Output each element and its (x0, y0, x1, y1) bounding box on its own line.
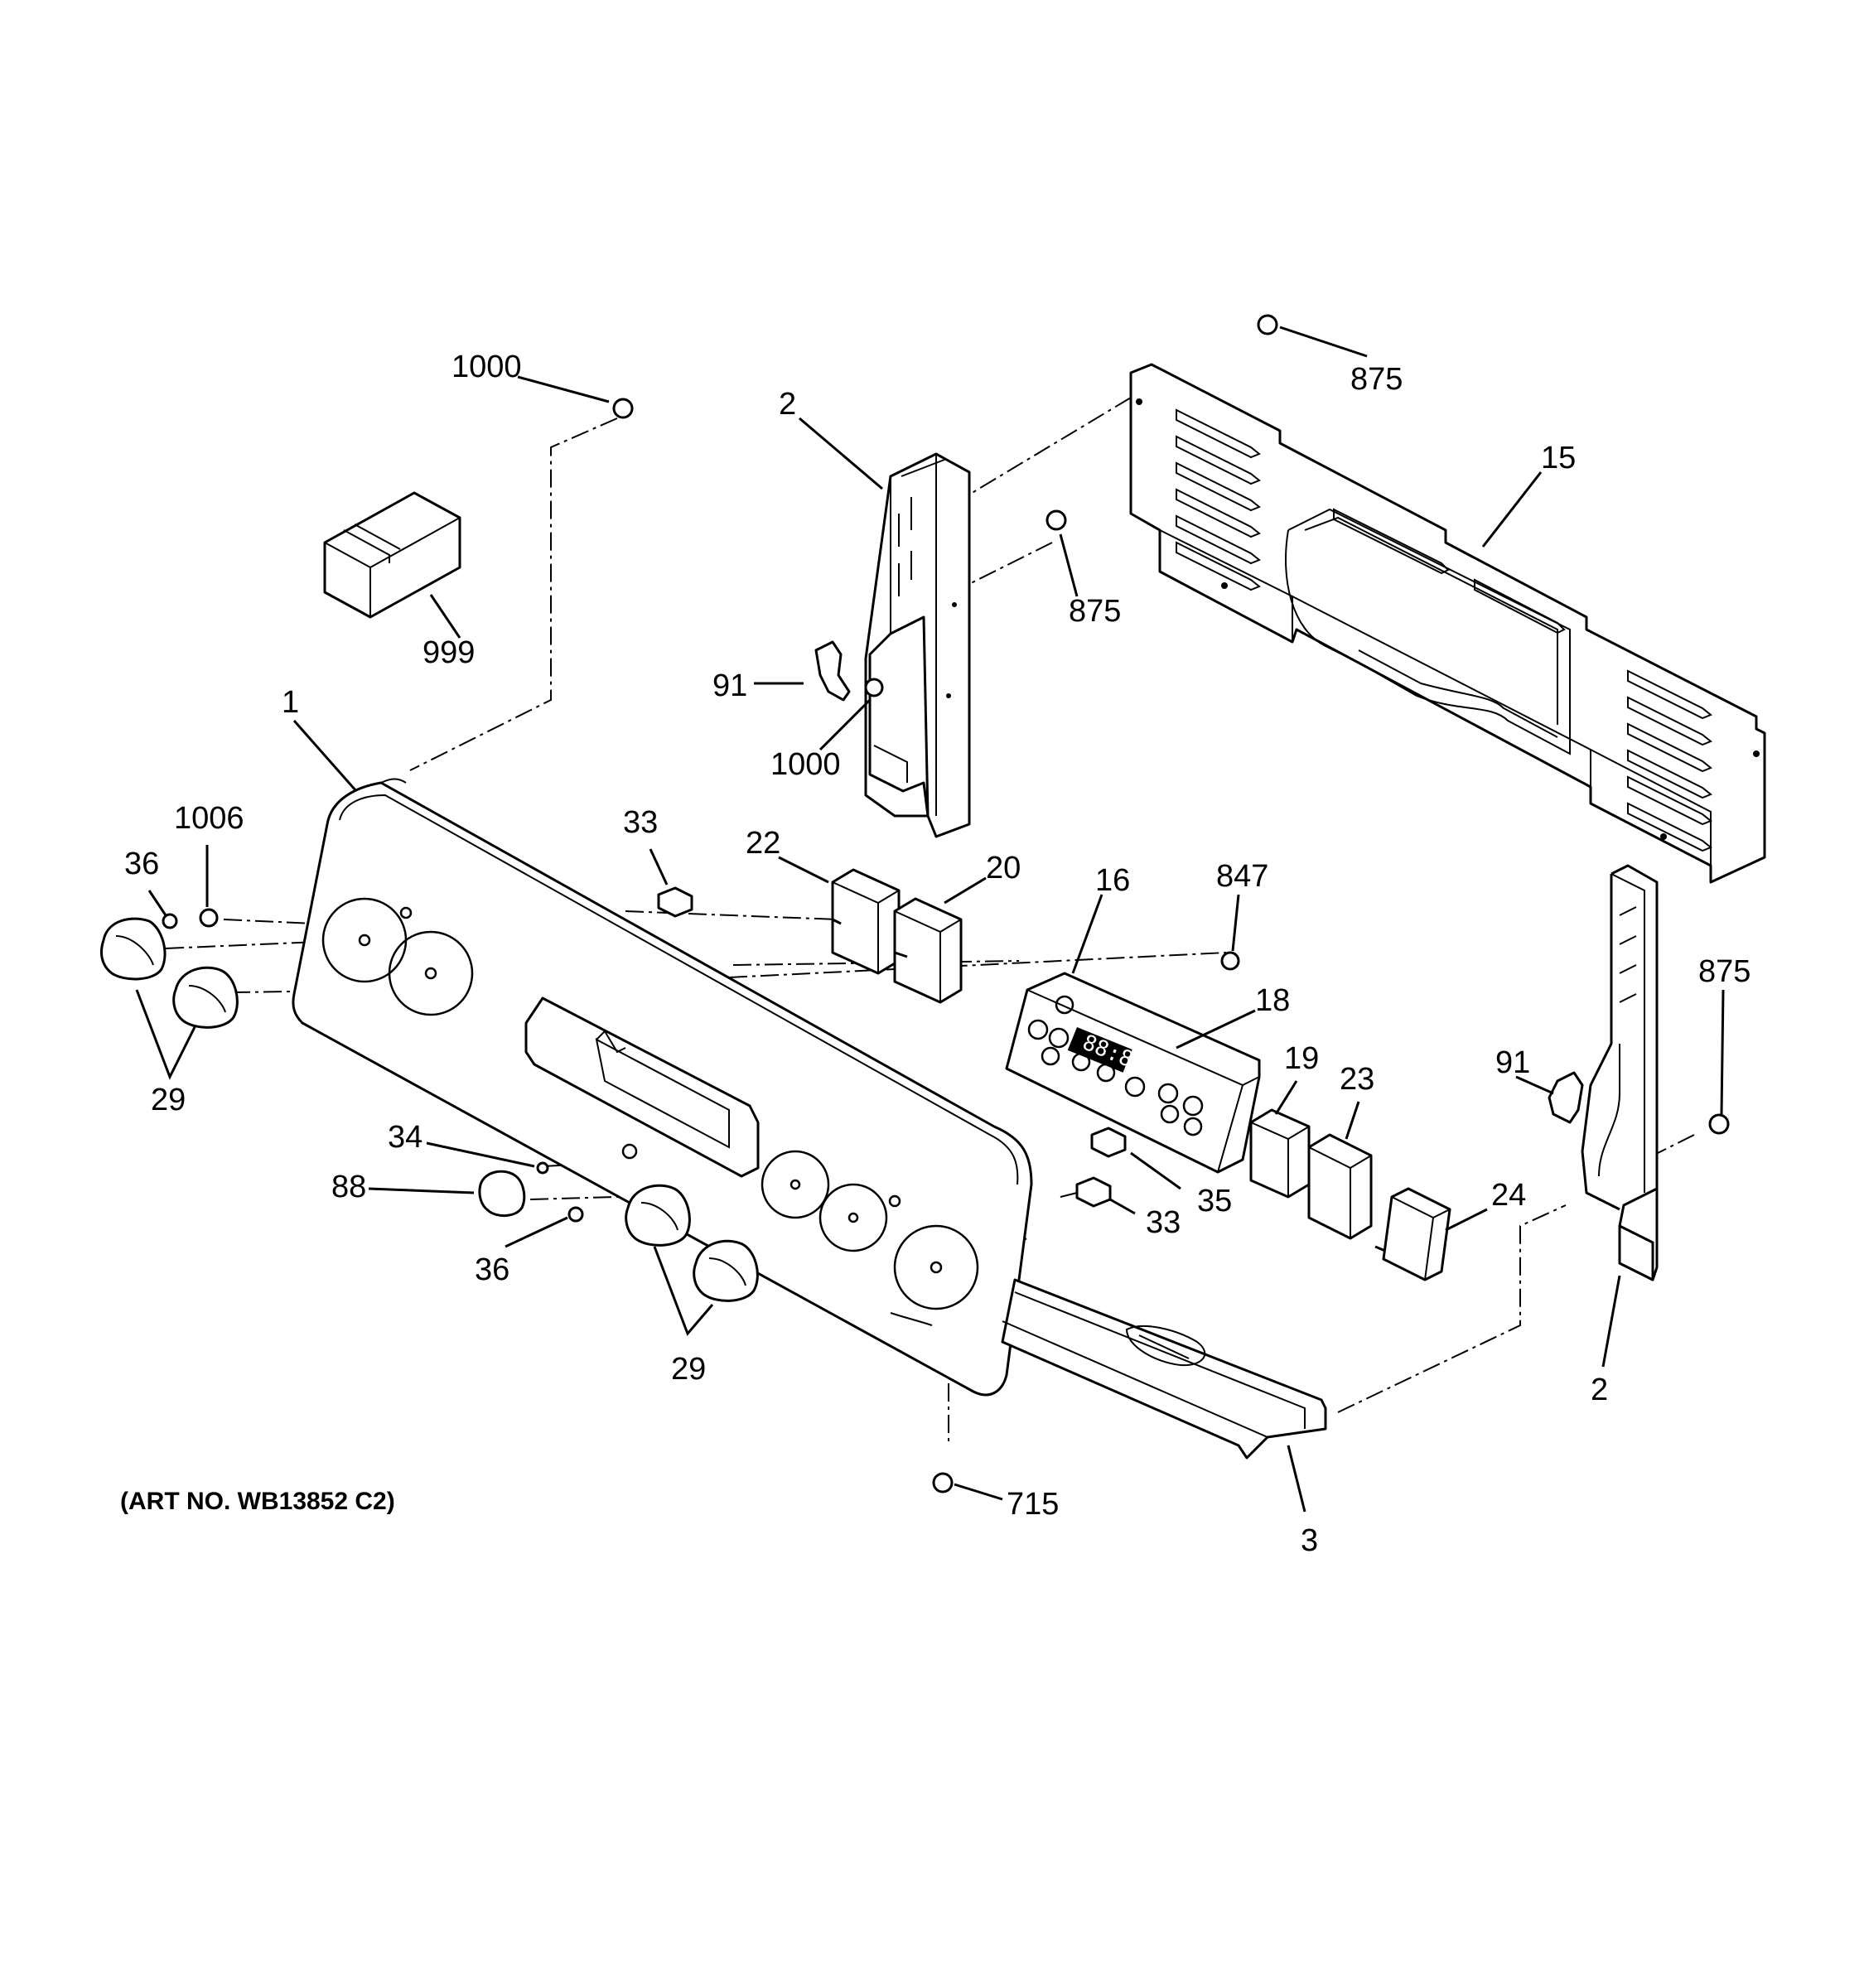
screw-715 (932, 1472, 954, 1493)
control-panel-1 (292, 778, 1033, 1397)
clip-33-lower (1075, 1176, 1112, 1208)
latch-91-lower (1548, 1071, 1584, 1124)
end-bracket-2-lower (1581, 864, 1659, 1281)
callout-19: 19 (1284, 1041, 1319, 1076)
callout-875-top: 875 (1350, 362, 1403, 397)
callout-15: 15 (1541, 441, 1576, 475)
callout-88: 88 (331, 1170, 366, 1204)
latch-91-upper (814, 640, 851, 702)
callout-20: 20 (986, 851, 1021, 885)
callout-24: 24 (1491, 1178, 1526, 1213)
callout-22: 22 (746, 826, 780, 861)
clock-control-16: 88:88 (1005, 972, 1261, 1174)
screw-1000-upper (612, 398, 634, 419)
callout-1000-lower: 1000 (770, 747, 841, 782)
screw-875-mid (1045, 509, 1067, 531)
clip-35 (1090, 1127, 1127, 1158)
switch-23 (1307, 1133, 1373, 1240)
screw-847 (1220, 951, 1240, 971)
carton-box-999 (323, 491, 461, 619)
callout-34: 34 (388, 1120, 423, 1155)
callout-36-upper: 36 (124, 847, 159, 881)
vent-slots-left (1176, 408, 1261, 591)
callout-999: 999 (423, 635, 475, 670)
switch-20 (893, 897, 963, 1004)
callout-847: 847 (1216, 859, 1268, 894)
switch-24 (1374, 1187, 1451, 1281)
callout-35: 35 (1197, 1184, 1232, 1218)
vent-slots-center (1333, 508, 1566, 635)
switch-19 (1249, 1108, 1311, 1199)
knob-29-lower-a (625, 1184, 691, 1247)
knob-29-upper-a (100, 917, 167, 981)
callout-23: 23 (1340, 1062, 1374, 1097)
callout-91-upper: 91 (712, 668, 747, 703)
spring-36-upper (162, 913, 178, 929)
callout-2-upper: 2 (779, 387, 796, 422)
screw-1006 (199, 908, 219, 928)
hardware (162, 314, 1730, 1493)
callout-1000-upper: 1000 (452, 350, 522, 384)
callout-91-lower: 91 (1495, 1045, 1530, 1080)
knob-88 (478, 1170, 526, 1217)
knob-29-upper-b (172, 966, 239, 1029)
screw-875-right (1708, 1113, 1730, 1135)
callout-715: 715 (1007, 1487, 1059, 1522)
callout-33-lower: 33 (1146, 1205, 1181, 1240)
callout-33-upper: 33 (623, 805, 658, 840)
spring-36-lower (567, 1206, 584, 1223)
callout-875-right: 875 (1698, 954, 1751, 989)
callout-29-lower: 29 (671, 1352, 706, 1387)
spring-34 (536, 1161, 549, 1175)
screw-875-top (1257, 314, 1278, 335)
callout-36-lower: 36 (475, 1252, 509, 1287)
callout-16: 16 (1095, 863, 1130, 898)
screw-1000-lower (864, 678, 884, 697)
art-number: (ART NO. WB13852 C2) (120, 1488, 395, 1515)
rear-shield-15 (1129, 363, 1766, 884)
callout-labels: 1000 999 1 2 91 1000 875 875 15 1006 36 … (124, 350, 1751, 1558)
knob-29-lower-b (693, 1239, 759, 1302)
callout-18: 18 (1255, 983, 1290, 1018)
callout-2-lower: 2 (1591, 1373, 1608, 1407)
end-bracket-2-upper (864, 452, 971, 838)
vent-slots-right (1627, 669, 1712, 852)
callout-1006: 1006 (174, 801, 244, 836)
leader-lines (135, 326, 1725, 1513)
trim-strip-3 (1001, 1278, 1327, 1460)
callout-3: 3 (1301, 1523, 1318, 1558)
callout-29-upper: 29 (151, 1083, 186, 1117)
clip-33-upper (657, 886, 693, 918)
callout-875-mid: 875 (1069, 594, 1121, 629)
callout-1: 1 (282, 685, 299, 720)
knobs (100, 917, 759, 1302)
switch-22 (831, 868, 901, 975)
